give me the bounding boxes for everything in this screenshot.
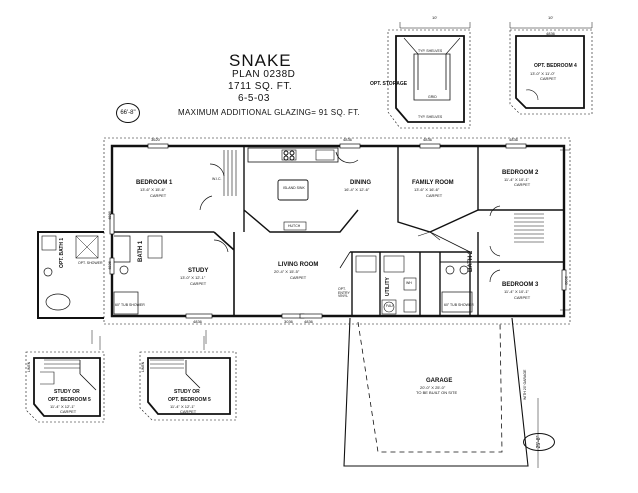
tub-shower-2-label: 60" TUB SHOWER <box>444 303 474 307</box>
room-opt-bedroom-4-dims: 13'-0" X 11'-0" <box>530 71 555 76</box>
opt-shower-label: OPT. SHOWER <box>78 261 103 265</box>
room-living-floor: CARPET <box>290 275 307 280</box>
window-label: 4836 <box>193 319 202 324</box>
room-bedroom-3-dims: 11'-4" X 10'-1" <box>504 289 529 294</box>
room-study: STUDY <box>188 268 209 274</box>
room-study-option-1-alt: OPT. BEDROOM 5 <box>48 397 91 403</box>
plan-name: SNAKE <box>229 51 292 70</box>
interior-wall <box>112 231 235 316</box>
tub-shower-1-label: 60" TUB SHOWER <box>115 303 145 307</box>
room-garage: GARAGE <box>426 378 453 384</box>
room-dining-dims: 16'-4" X 12'-6" <box>344 187 370 192</box>
window-label: 3036 <box>284 319 293 324</box>
bath2-walls <box>439 252 478 316</box>
window-label: 3030 <box>564 276 569 285</box>
room-family-dims: 13'-6" X 16'-6" <box>414 187 440 192</box>
room-bedroom-2-floor: CARPET <box>514 182 531 187</box>
opt-storage-plan <box>387 29 471 129</box>
room-study-option-1-floor: CARPET <box>60 409 77 414</box>
room-dining: DINING <box>350 180 371 186</box>
bath1-tub <box>113 291 139 315</box>
closet-shelving <box>223 150 544 243</box>
window-label: 4836 <box>107 211 112 220</box>
hutch <box>283 221 307 231</box>
kitchen-counter <box>247 147 339 163</box>
grid-label: GRID <box>428 95 437 99</box>
window-label: 4836 <box>304 319 313 324</box>
room-garage-note: TO BE BUILT ON SITE <box>416 390 458 395</box>
fau-label: FAU <box>386 304 393 308</box>
room-bedroom-3-floor: CARPET <box>514 295 531 300</box>
window-label: 4836 <box>107 261 112 270</box>
garage-outline <box>343 317 529 467</box>
room-opt-bedroom-4-floor: CARPET <box>540 76 557 81</box>
room-opt-bath-1: OPT. BATH 1 <box>59 237 65 268</box>
room-study-option-2-dims: 11'-4" X 12'-1" <box>170 404 195 409</box>
window-label: 3620 <box>151 137 160 142</box>
room-bedroom-1: BEDROOM 1 <box>136 180 173 186</box>
linen-label-2: LINEN <box>141 361 145 372</box>
room-living-dims: 20'-4" X 15'-5" <box>274 269 300 274</box>
room-study-option-1: STUDY OR <box>54 389 80 395</box>
wic-label: W.I.C. <box>212 177 222 181</box>
refrigerator <box>315 149 335 161</box>
room-garage-dims: 20'-0" X 25'-0" <box>420 385 446 390</box>
hutch-label: HUTCH <box>288 224 301 228</box>
plan-date: 6-5-03 <box>238 93 270 104</box>
room-bedroom-2: BEDROOM 2 <box>502 170 539 176</box>
entry-angle <box>339 231 471 269</box>
island-label: ISLAND SINK <box>283 186 305 190</box>
room-bath-1: BATH 1 <box>138 240 144 262</box>
room-study-option-2-floor: CARPET <box>180 409 197 414</box>
with-garage-label: WITH 20' GARAGE <box>523 369 527 400</box>
bumpout-dim-c: 10' <box>548 15 554 20</box>
plan-number: PLAN 0238D <box>232 69 296 80</box>
room-family: FAMILY ROOM <box>412 180 454 186</box>
width-marker: 66'-8" <box>116 103 140 123</box>
room-study-option-2-alt: OPT. BEDROOM 5 <box>168 397 211 403</box>
room-opt-storage: OPT. STORAGE <box>370 81 408 87</box>
room-bedroom-2-dims: 11'-4" X 10'-1" <box>504 177 529 182</box>
bumpout-dim-a: 10' <box>432 15 438 20</box>
room-family-floor: CARPET <box>426 193 443 198</box>
study-option-plan-2 <box>139 336 237 421</box>
study-option-plan-1 <box>25 336 105 423</box>
bumpout-dim-b: 4836 <box>546 31 555 36</box>
window-label: 4836 <box>509 137 518 142</box>
window-label: 4836 <box>343 137 352 142</box>
linen-label-1: LINEN <box>27 361 31 372</box>
opt-bedroom4-plan <box>509 29 593 115</box>
entry-label: OPT. ENTRY VINYL <box>338 287 350 298</box>
windows <box>109 143 567 319</box>
roof-overhang-line <box>103 137 571 325</box>
room-opt-bedroom-4: OPT. BEDROOM 4 <box>534 63 577 69</box>
room-utility: UTILITY <box>385 277 391 296</box>
opt-bath-wall <box>37 231 104 319</box>
room-study-option-2: STUDY OR <box>174 389 200 395</box>
kitchen-island <box>277 179 309 201</box>
room-bath-2: BATH 2 <box>468 250 474 272</box>
garage-depth-marker: 25'-8" <box>523 433 555 451</box>
window-label: 4836 <box>423 137 432 142</box>
shelves-bottom-label: TYP. SHELVES <box>418 115 443 119</box>
bath1-vanity <box>114 235 131 263</box>
wh-label: WH <box>406 281 412 285</box>
room-living: LIVING ROOM <box>278 262 319 268</box>
interior-wall <box>243 146 359 233</box>
room-study-dims: 13'-0" X 12'-1" <box>180 275 206 280</box>
door-swings <box>199 151 501 283</box>
shelves-top-label: TYP. SHELVES <box>418 49 443 53</box>
glazing-note: MAXIMUM ADDITIONAL GLAZING= 91 SQ. FT. <box>178 108 361 117</box>
room-study-option-1-dims: 11'-4" X 12'-1" <box>50 404 75 409</box>
room-bedroom-1-dims: 13'-6" X 15'-6" <box>140 187 166 192</box>
room-bedroom-1-floor: CARPET <box>150 193 167 198</box>
range <box>281 149 297 161</box>
square-footage: 1711 SQ. FT. <box>228 81 293 92</box>
room-bedroom-3: BEDROOM 3 <box>502 282 539 288</box>
room-study-floor: CARPET <box>190 281 207 286</box>
